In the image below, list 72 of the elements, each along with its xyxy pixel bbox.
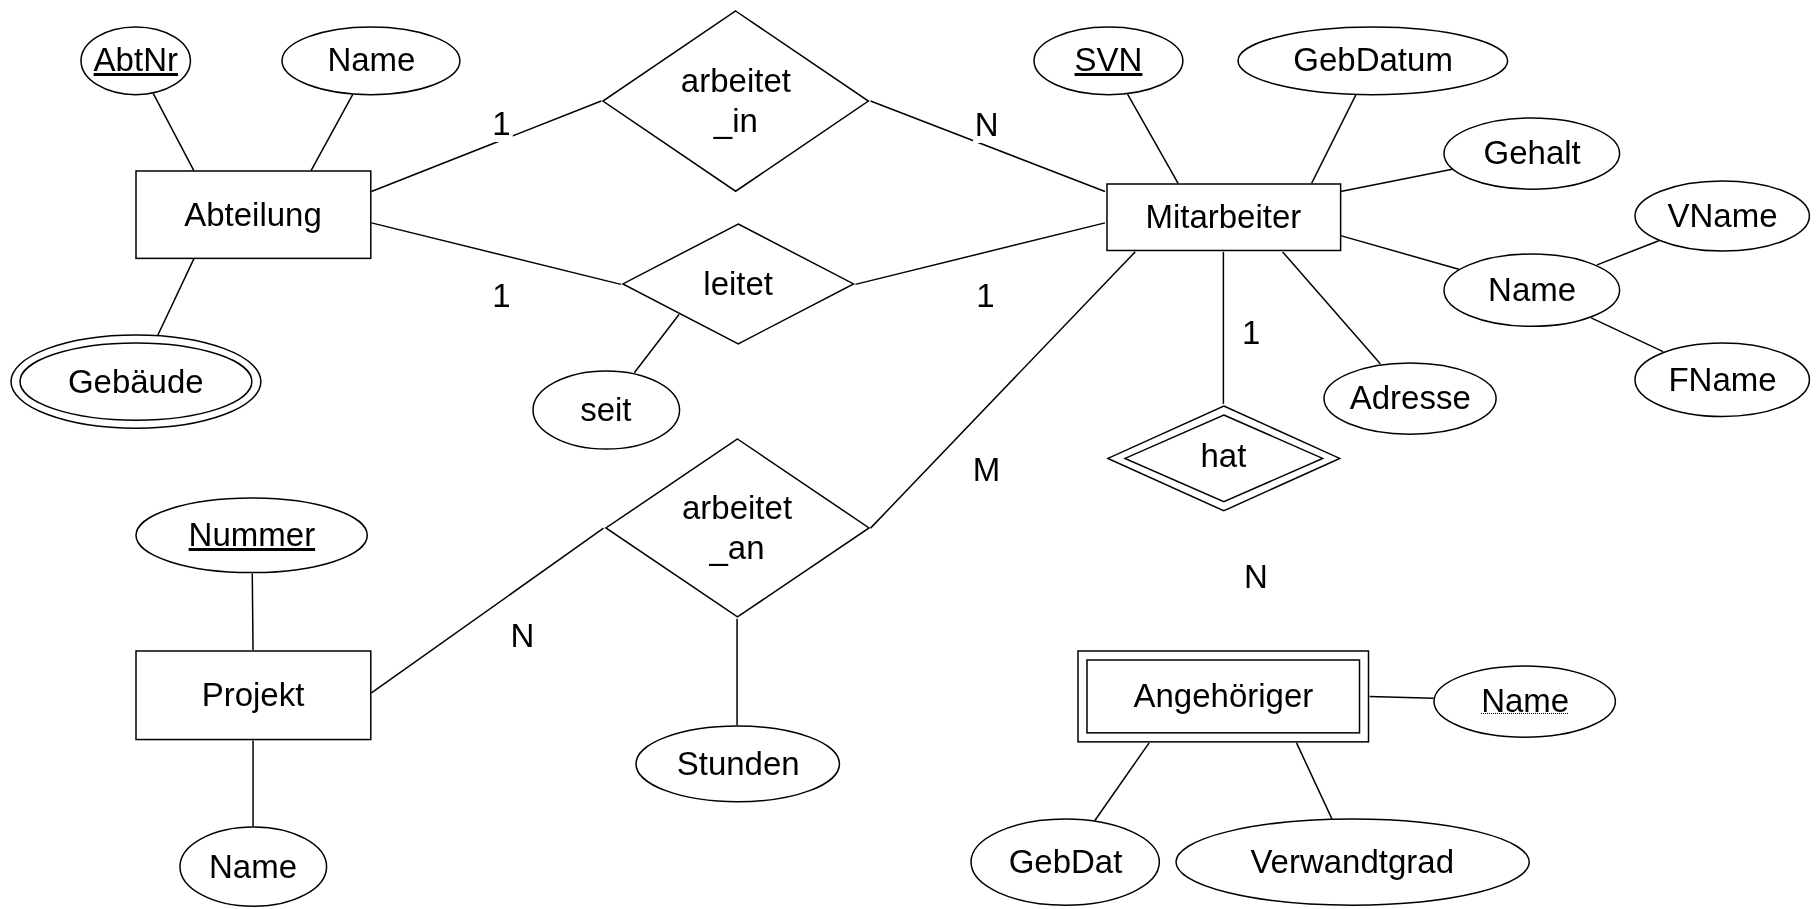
connector-line xyxy=(869,100,1106,193)
attribute-name: Nummer xyxy=(188,515,316,556)
attribute-ellipse xyxy=(1033,25,1184,96)
attribute-ellipse xyxy=(281,25,462,96)
attribute-name: seit xyxy=(580,389,632,430)
multivalued-attribute-ellipse xyxy=(9,334,262,430)
attribute-name: Gehalt xyxy=(1483,133,1581,174)
connector-line xyxy=(869,251,1136,529)
entity-box xyxy=(1105,182,1342,252)
connector-line xyxy=(854,222,1106,286)
connector-line xyxy=(370,527,605,694)
entity-name: Projekt xyxy=(201,675,305,716)
relationship-name: leitet xyxy=(703,264,774,305)
connector-line xyxy=(1094,742,1150,822)
entity-name: Abteilung xyxy=(184,194,322,235)
relationship-name: arbeitet _an xyxy=(681,488,794,569)
entity-box xyxy=(134,650,372,741)
attribute-ellipse xyxy=(1443,253,1621,328)
attribute-name: Stunden xyxy=(676,743,800,784)
attribute-ellipse xyxy=(80,25,192,96)
attribute-ellipse xyxy=(1634,341,1811,418)
relationship-name: arbeitet _in xyxy=(679,60,792,141)
connector-line xyxy=(157,258,195,336)
attribute-name: GebDatum xyxy=(1293,40,1453,81)
connector-line xyxy=(152,92,195,172)
connector-line xyxy=(633,313,680,374)
attribute-name: VName xyxy=(1667,195,1778,236)
identifying-relationship-diamond xyxy=(1105,405,1342,512)
connector-line xyxy=(1126,93,1179,185)
relationship-diamond xyxy=(603,438,871,619)
attribute-name: Gebäude xyxy=(67,361,204,402)
connector-line xyxy=(1368,695,1435,700)
entity-name: Angehöriger xyxy=(1133,676,1314,717)
connector-line xyxy=(251,572,254,651)
connector-line xyxy=(370,222,622,286)
entity-box xyxy=(134,170,372,260)
relationship-diamond xyxy=(620,223,856,346)
connector-line xyxy=(1596,240,1660,266)
connector-line xyxy=(736,617,738,727)
attribute-ellipse xyxy=(135,496,369,574)
relationship-name: hat xyxy=(1200,436,1247,477)
attribute-ellipse xyxy=(1433,664,1617,738)
attribute-ellipse xyxy=(1237,25,1509,96)
connector-line xyxy=(310,93,354,172)
attribute-name: Adresse xyxy=(1349,378,1471,419)
attribute-name: AbtNr xyxy=(93,40,178,81)
attribute-name: Name xyxy=(1481,681,1570,722)
attribute-ellipse xyxy=(635,724,841,803)
weak-entity-box xyxy=(1077,650,1370,743)
attribute-ellipse xyxy=(178,826,328,908)
attribute-name: FName xyxy=(1668,359,1777,400)
attribute-name: Verwandtgrad xyxy=(1250,842,1455,883)
attribute-ellipse xyxy=(1323,361,1498,435)
attribute-ellipse xyxy=(1443,116,1621,190)
attribute-name: Name xyxy=(1488,270,1577,311)
attribute-name: SVN xyxy=(1074,40,1143,81)
entity-name: Mitarbeiter xyxy=(1145,197,1302,238)
relationship-diamond xyxy=(601,9,871,193)
connector-line xyxy=(370,100,602,193)
connector-line xyxy=(1222,251,1225,405)
attribute-ellipse xyxy=(970,818,1161,907)
connector-line xyxy=(1295,742,1333,820)
attribute-name: Name xyxy=(209,847,298,888)
connector-line xyxy=(1590,317,1664,353)
connector-line xyxy=(1310,94,1357,185)
connector-line xyxy=(1281,251,1382,365)
attribute-ellipse xyxy=(1634,179,1811,252)
attribute-ellipse xyxy=(1174,818,1530,907)
attribute-ellipse xyxy=(531,369,681,450)
attribute-name: Name xyxy=(327,40,416,81)
connector-line xyxy=(252,739,254,828)
attribute-name: GebDat xyxy=(1008,842,1123,883)
